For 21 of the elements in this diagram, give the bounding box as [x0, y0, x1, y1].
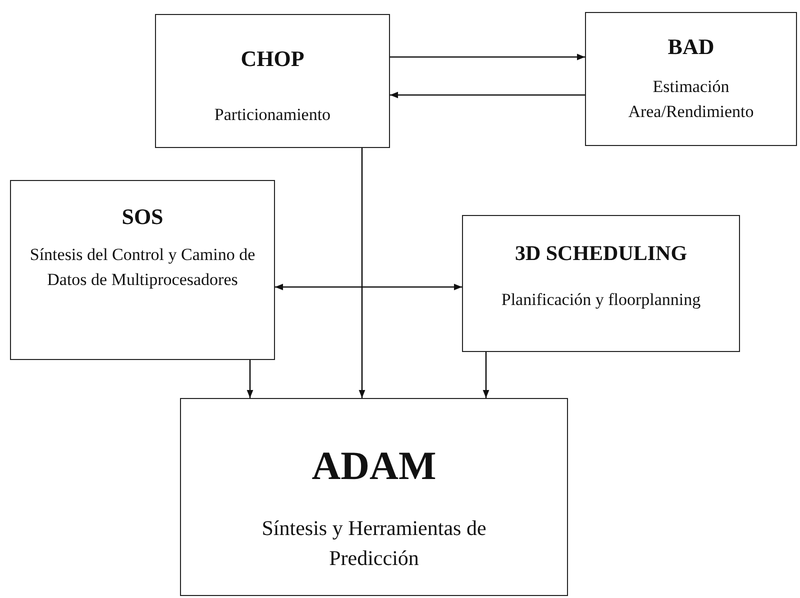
arrow	[390, 54, 585, 60]
arrow	[390, 92, 585, 98]
arrow	[275, 284, 462, 290]
arrow	[482, 352, 490, 398]
arrow	[358, 148, 366, 398]
box-description: Síntesis del Control y Camino de Datos de Multiprocesadores	[28, 244, 256, 291]
box-description: Particionamiento	[214, 104, 331, 126]
process-box	[180, 398, 568, 596]
process-box	[585, 12, 797, 146]
box-description: Planificación y floorplanning	[501, 289, 701, 312]
box-title: BAD	[668, 33, 714, 61]
box-description: Estimación Area/Rendimiento	[627, 76, 755, 123]
process-box	[462, 215, 740, 352]
arrow	[246, 360, 254, 398]
process-box	[10, 180, 275, 360]
box-title: SOS	[122, 203, 164, 231]
box-title: ADAM	[312, 442, 436, 490]
box-title: CHOP	[240, 45, 304, 73]
box-title: 3D SCHEDULING	[514, 240, 688, 267]
process-box	[155, 14, 390, 148]
box-description: Síntesis y Herramientas de Predicción	[260, 515, 488, 572]
